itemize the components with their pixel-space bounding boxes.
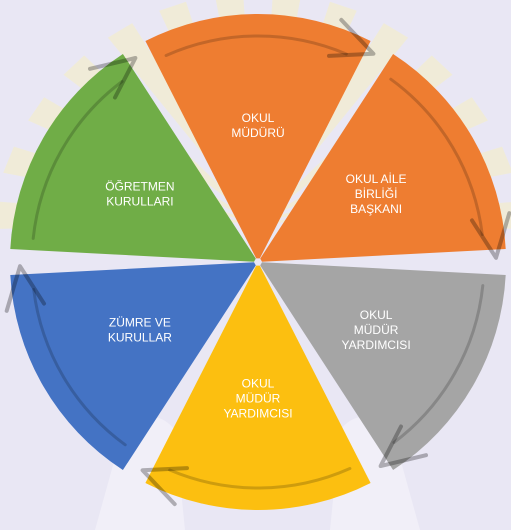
cycle-segment	[145, 265, 371, 511]
cycle-arrow	[32, 288, 127, 447]
segment-label-line: MÜDÜRÜ	[231, 126, 284, 140]
segment-label-line: ZÜMRE VE	[109, 316, 171, 330]
cycle-arrow	[392, 284, 485, 444]
cycle-arrowhead	[4, 264, 46, 313]
segment-label-line: OKUL	[242, 111, 275, 125]
segment-label-line: ÖĞRETMEN	[105, 178, 174, 193]
cycle-arrow	[168, 467, 352, 490]
segment-label-line: OKUL	[242, 376, 275, 390]
segment-label-line: KURULLAR	[108, 331, 172, 345]
cycle-arrowhead	[327, 17, 376, 58]
segment-label-line: KURULLARI	[106, 194, 173, 208]
cycle-arrowhead	[140, 466, 189, 507]
segment-label-line: BİRLİĞİ	[355, 186, 398, 201]
cycle-arrowhead	[470, 211, 511, 260]
segment-label-line: YARDIMCISI	[342, 338, 411, 352]
cycle-arrowhead	[378, 424, 428, 468]
cycle-segment	[10, 54, 256, 262]
segment-label-line: OKUL AİLE	[346, 172, 407, 186]
segment-label-line: BAŞKANI	[350, 202, 402, 216]
segment-label-line: YARDIMCISI	[223, 406, 292, 420]
cycle-segment	[260, 262, 506, 470]
cycle-segment	[145, 13, 371, 259]
cycle-arrow	[31, 80, 124, 240]
segment-label-line: OKUL	[360, 308, 393, 322]
segment-label-line: MÜDÜR	[354, 323, 399, 337]
cycle-arrowhead	[88, 56, 138, 100]
cycle-segment	[260, 54, 506, 262]
cycle-arrow	[164, 34, 348, 57]
segment-label-line: MÜDÜR	[236, 391, 281, 405]
cycle-arrow	[389, 77, 484, 236]
cycle-segment	[10, 262, 256, 470]
